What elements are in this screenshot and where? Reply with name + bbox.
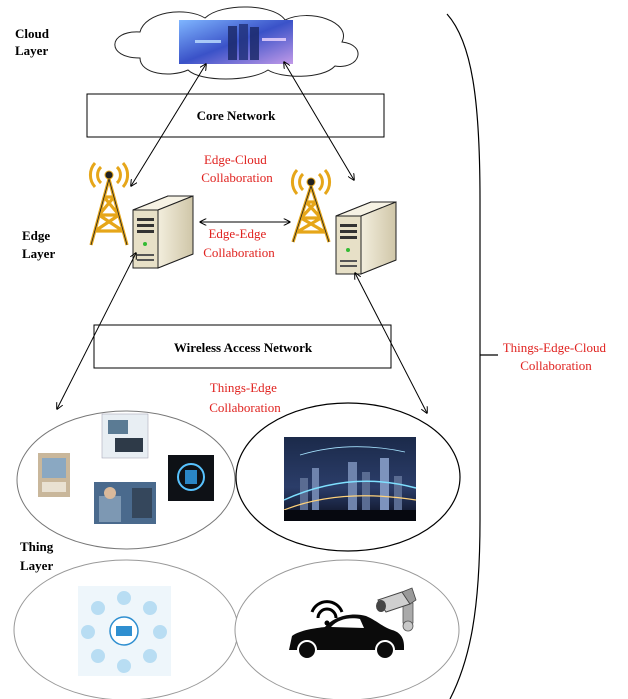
edge-server-icon [132,195,194,269]
wearable-devices-icon [38,413,214,524]
radio-tower-icon [290,169,332,243]
edge-things-arrow-right [355,273,427,413]
things-edge-collaboration-label: Things-Edge Collaboration [209,380,281,415]
edge-cloud-collaboration-label: Edge-Cloud Collaboration [201,152,273,185]
connected-car-icon [289,600,404,660]
data-center-cloud-icon [114,6,359,80]
core-network-label: Core Network [197,108,277,123]
edge-server-icon [335,201,397,275]
cloud-layer-label: Cloud Layer [15,26,52,58]
edge-layer-label: Edge Layer [22,228,55,261]
edge-edge-collaboration-label: Edge-Edge Collaboration [203,226,275,260]
things-edge-cloud-collaboration-label: Things-Edge-Cloud Collaboration [503,340,610,373]
industrial-iot-icon [78,586,171,676]
radio-tower-icon [88,162,130,246]
things-edge-cloud-bracket [446,13,481,699]
thing-layer-label: Thing Layer [20,539,57,573]
security-camera-icon [376,587,417,632]
cloud-edge-arrow-right [284,62,354,180]
edge-things-arrow-left [57,253,136,409]
thing-group-wearables [16,410,236,550]
smart-city-night-icon [283,437,417,521]
wireless-access-network-label: Wireless Access Network [174,340,313,355]
cloud-edge-arrow-left [131,64,206,186]
